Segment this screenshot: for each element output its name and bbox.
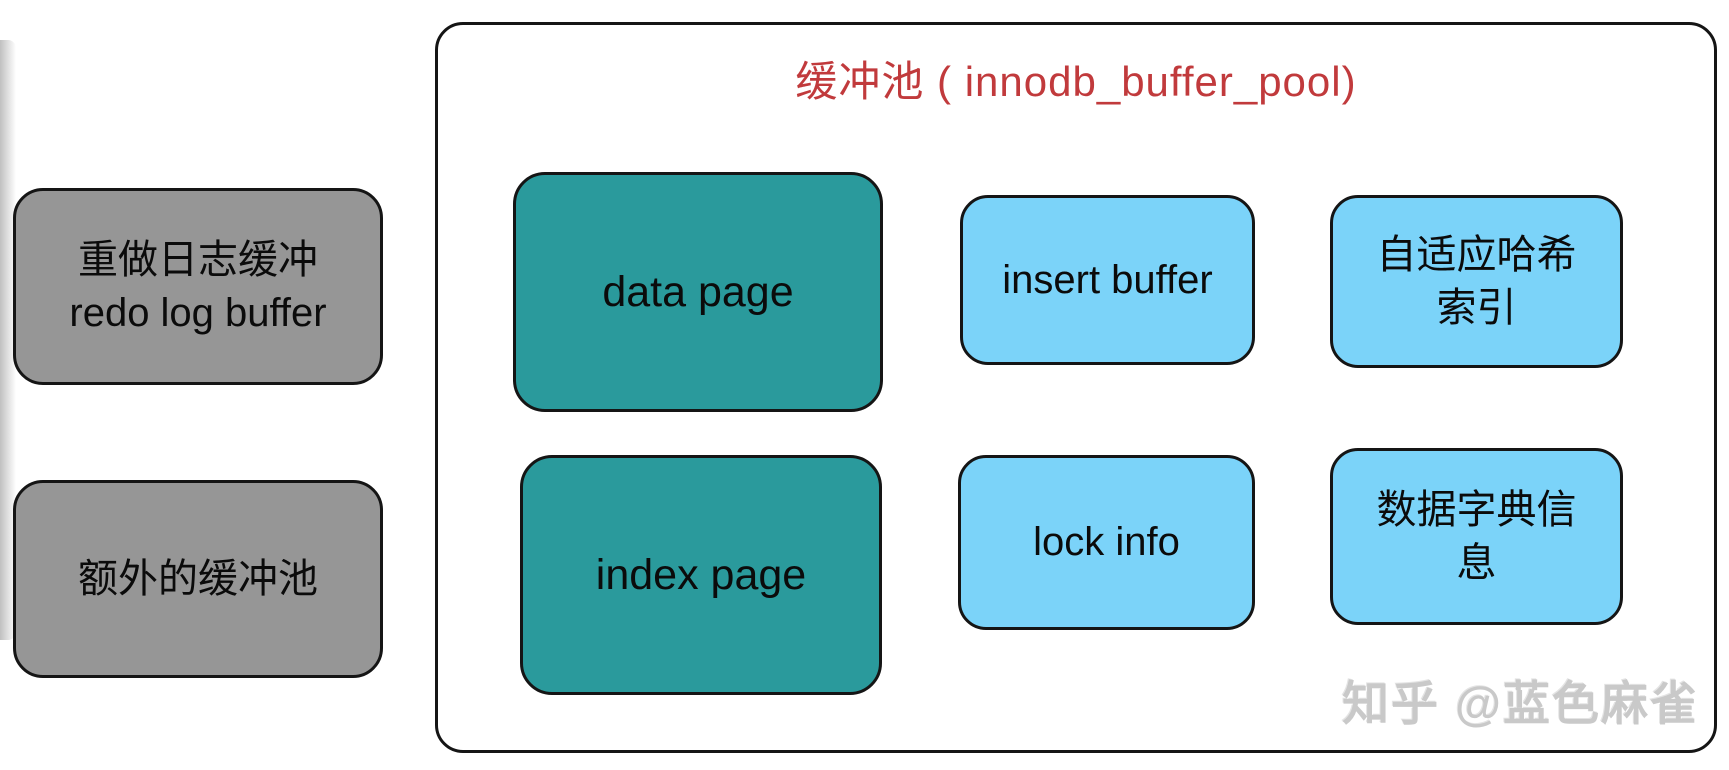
node-redo-log-buffer: 重做日志缓冲 redo log buffer	[13, 188, 383, 385]
buffer-pool-title: 缓冲池 ( innodb_buffer_pool)	[795, 58, 1357, 105]
node-index-page: index page	[520, 455, 882, 695]
zhihu-watermark: 知乎 @蓝色麻雀	[1342, 677, 1699, 730]
node-data-page: data page	[513, 172, 883, 412]
node-lock-info: lock info	[958, 455, 1255, 630]
page-edge-shadow	[0, 40, 16, 640]
node-data-dictionary-info: 数据字典信 息	[1330, 448, 1623, 625]
node-insert-buffer: insert buffer	[960, 195, 1255, 365]
node-adaptive-hash-index: 自适应哈希 索引	[1330, 195, 1623, 368]
node-extra-buffer-pool: 额外的缓冲池	[13, 480, 383, 678]
